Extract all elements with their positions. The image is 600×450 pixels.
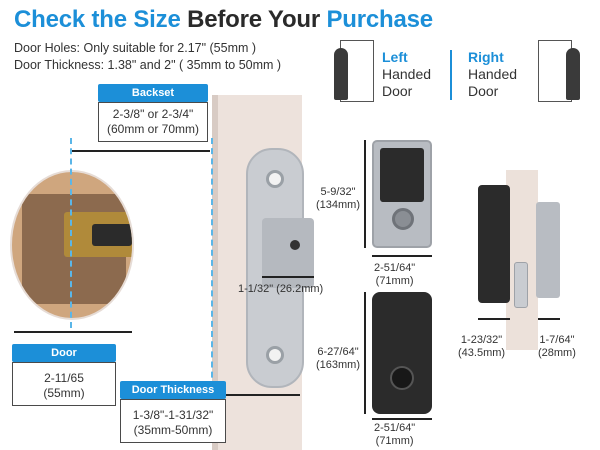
- side-depth-left-label: 1-23/32" (43.5mm): [458, 334, 505, 360]
- door-face-guide-line: [211, 138, 213, 398]
- keypad-width-dimension-line: [372, 255, 432, 257]
- keypad-width-metric: (71mm): [375, 275, 414, 287]
- exterior-keypad-unit: [372, 140, 432, 248]
- keypad-width-imperial: 2-51/64": [374, 262, 416, 274]
- door-edge-shadow: [212, 95, 218, 450]
- interior-height-label: 6-27/64" (163mm): [316, 346, 360, 372]
- side-depth-right-label: 1-7/64" (28mm): [538, 334, 576, 360]
- keypad-height-imperial: 5-9/32": [320, 186, 356, 198]
- side-depth-right-dimension-line: [538, 318, 560, 320]
- door-hole-value-box: 2-11/65 (55mm): [12, 362, 116, 406]
- side-depth-left-imperial: 1-23/32": [460, 334, 503, 346]
- side-depth-right-metric: (28mm): [538, 347, 576, 359]
- left-word: Left: [382, 49, 408, 65]
- keypad-height-metric: (134mm): [316, 199, 361, 211]
- key-cylinder: [392, 208, 414, 230]
- right-handed-word: Handed: [468, 66, 518, 82]
- left-handed-door-label: Left Handed Door: [382, 49, 431, 100]
- thumb-turn: [390, 366, 414, 390]
- interior-width-metric: (71mm): [375, 435, 414, 447]
- right-door-word: Door: [468, 83, 499, 99]
- side-depth-right-imperial: 1-7/64": [539, 334, 575, 346]
- backset-value-box: 2-3/8" or 2-3/4" (60mm or 70mm): [98, 102, 208, 142]
- side-depth-left-metric: (43.5mm): [458, 347, 506, 359]
- interior-height-dimension-line: [364, 292, 366, 414]
- headline-part-1: Check the Size: [14, 6, 188, 33]
- headline-part-2: Before Your: [187, 6, 327, 33]
- interior-width-dimension-line: [372, 418, 432, 420]
- door-hole-title: Door Hole(Diameter): [12, 344, 116, 377]
- keypad-height-label: 5-9/32" (134mm): [316, 186, 360, 212]
- keypad-buttons: [380, 148, 424, 202]
- backset-title: Backset: [98, 84, 208, 102]
- person-left-icon: [334, 48, 348, 100]
- interior-height-imperial: 6-27/64": [317, 346, 359, 358]
- door-thickness-value-metric: (35mm-50mm): [133, 423, 213, 437]
- backset-value-metric: (60mm or 70mm): [106, 122, 199, 136]
- headline: Check the Size Before Your Purchase: [14, 6, 433, 34]
- left-handed-word: Handed: [382, 66, 432, 82]
- center-guide-line: [70, 138, 72, 328]
- interior-height-metric: (163mm): [316, 359, 361, 371]
- side-view-door: [506, 170, 538, 350]
- handed-divider: [450, 50, 452, 100]
- latch-cam: [92, 224, 132, 246]
- side-depth-left-dimension-line: [478, 318, 510, 320]
- spec-door-holes: Door Holes: Only suitable for 2.17" (55m…: [14, 41, 257, 55]
- interior-width-label: 2-51/64" (71mm): [374, 422, 415, 448]
- door-thickness-dimension-line: [212, 394, 300, 396]
- person-right-icon: [566, 48, 580, 100]
- door-thickness-title: Door Thickness: [120, 381, 226, 399]
- door-thickness-value-box: 1-3/8"-1-31/32" (35mm-50mm): [120, 399, 226, 443]
- latch-width-label: 1-1/32" (26.2mm): [238, 283, 324, 295]
- side-view-latch: [514, 262, 528, 308]
- interior-width-imperial: 2-51/64": [374, 422, 416, 434]
- backset-value-imperial: 2-3/8" or 2-3/4": [112, 107, 194, 121]
- side-view-exterior-unit: [536, 202, 560, 298]
- interior-unit: [372, 292, 432, 414]
- door-thickness-value-imperial: 1-3/8"-1-31/32": [132, 408, 214, 422]
- latch-bolt-pin: [290, 240, 300, 250]
- faceplate-screw-hole-bottom: [266, 346, 284, 364]
- door-hole-value-imperial: 2-11/65: [44, 371, 84, 385]
- right-handed-door-label: Right Handed Door: [468, 49, 517, 100]
- spec-door-thickness: Door Thickness: 1.38" and 2" ( 35mm to 5…: [14, 58, 282, 72]
- headline-part-3: Purchase: [326, 6, 434, 33]
- side-view-interior-unit: [478, 185, 510, 303]
- door-hole-value-metric: (55mm): [43, 386, 85, 400]
- left-door-word: Door: [382, 83, 413, 99]
- keypad-width-label: 2-51/64" (71mm): [374, 262, 415, 288]
- keypad-height-dimension-line: [364, 140, 366, 248]
- latch-width-dimension-line: [262, 276, 314, 278]
- door-hole-dimension-line: [14, 331, 132, 333]
- faceplate-screw-hole-top: [266, 170, 284, 188]
- right-word: Right: [468, 49, 504, 65]
- backset-dimension-line: [72, 150, 210, 152]
- door-hole-illustration: [10, 170, 134, 320]
